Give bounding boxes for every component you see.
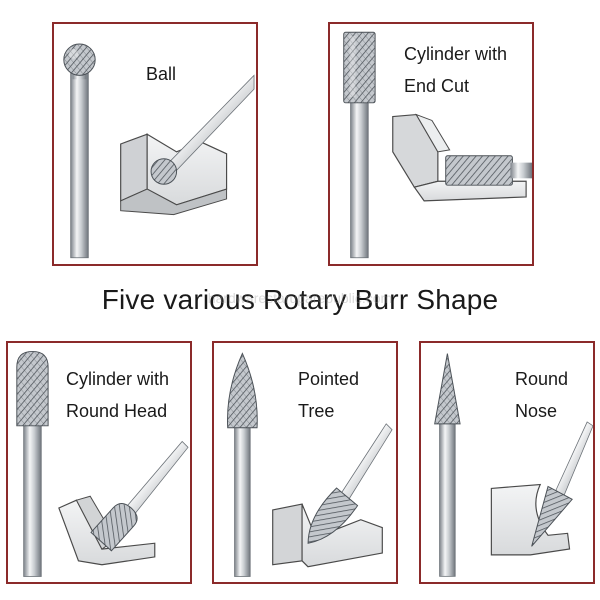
ball-burr-illustration	[63, 43, 255, 259]
pointed-tree-burr-illustration	[227, 352, 393, 577]
round-nose-burr-illustration	[434, 353, 593, 577]
shape-label-round-nose: Round Nose	[515, 369, 569, 421]
page-title: Five various Rotary Burr Shape	[101, 284, 499, 315]
panel-pointed-tree: Pointed Tree	[212, 341, 398, 584]
panel-cylinder-round-head: Cylinder with Round Head	[6, 341, 192, 584]
shape-label-cylinder-end-cut: Cylinder with End Cut	[404, 44, 508, 96]
panel-round-nose: Round Nose	[419, 341, 595, 584]
shape-label-pointed-tree: Pointed Tree	[298, 369, 360, 421]
cylinder-end-cut-burr-illustration	[343, 31, 532, 259]
panel-cylinder-end-cut: Cylinder with End Cut	[328, 22, 534, 266]
shape-label-cylinder-round-head: Cylinder with Round Head	[66, 369, 170, 421]
cylinder-round-head-burr-illustration	[16, 350, 189, 577]
shape-label-ball: Ball	[146, 64, 177, 84]
panel-ball: Ball	[52, 22, 258, 266]
